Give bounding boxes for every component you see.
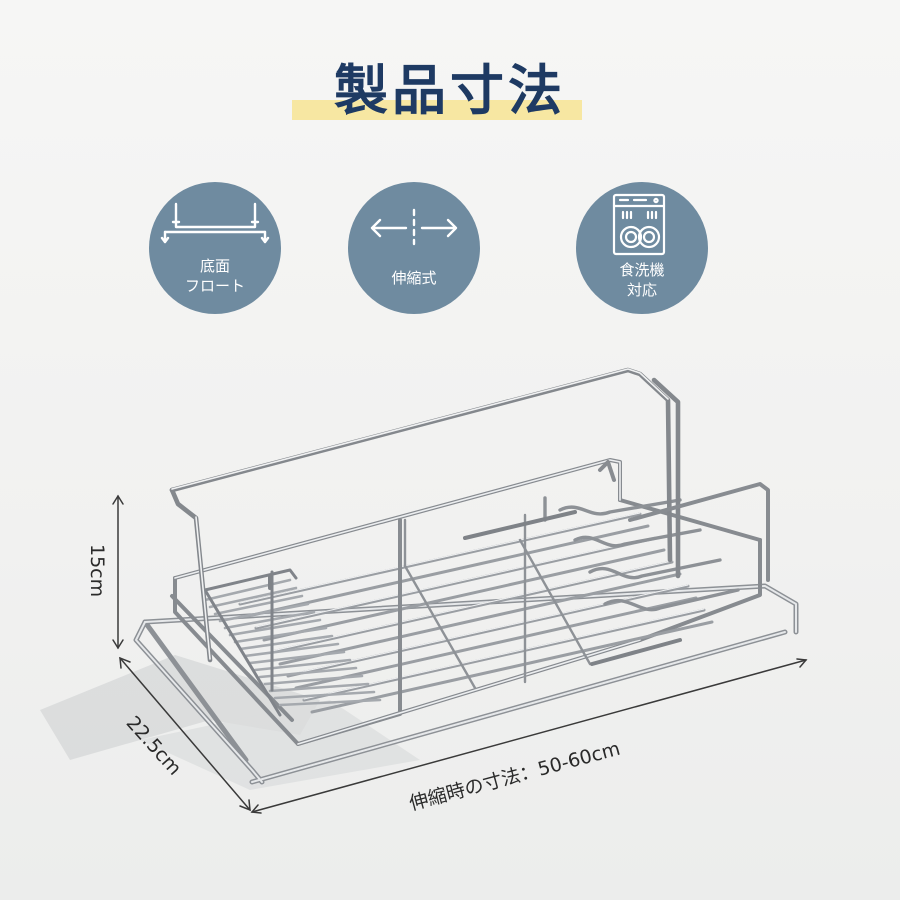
floating-base-icon <box>160 202 270 244</box>
feature-label-line1: 底面 <box>199 257 230 275</box>
feature-label-line2: 対応 <box>626 281 657 299</box>
title-highlight <box>292 100 582 120</box>
title-block: 製品寸法 <box>0 58 900 128</box>
dishwasher-icon <box>612 193 666 256</box>
feature-badge-dishwasher: 食洗機 対応 <box>576 182 708 314</box>
dish-rack <box>133 367 799 785</box>
feature-label-line1: 食洗機 <box>619 261 665 279</box>
feature-badge-floating-base: 底面 フロート <box>149 182 281 314</box>
page-title: 製品寸法 <box>334 59 566 122</box>
dimension-lines <box>112 494 808 814</box>
rack-shadow <box>40 655 420 790</box>
telescopic-arrows-icon <box>370 208 458 246</box>
feature-label-line1: 伸縮式 <box>391 269 437 287</box>
feature-badge-telescopic: 伸縮式 <box>348 182 480 314</box>
height-label: 15cm <box>86 544 108 598</box>
feature-label-line2: フロート <box>184 277 245 295</box>
